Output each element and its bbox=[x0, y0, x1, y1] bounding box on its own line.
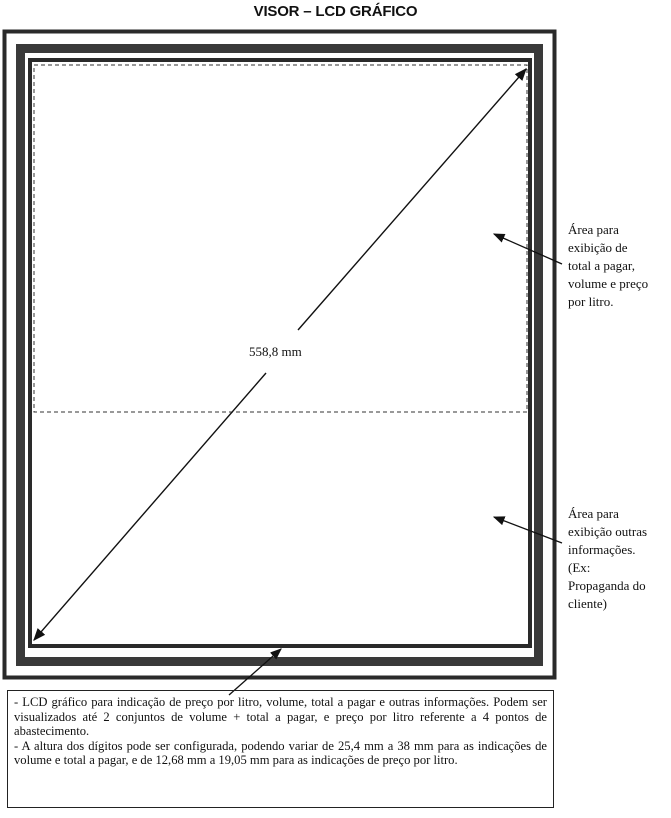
diagonal-dimension-label: 558,8 mm bbox=[247, 344, 304, 360]
lower-area-label: Área para exibição outras informações. (… bbox=[568, 506, 648, 611]
upper-area-label: Área para exibição de total a pagar, vol… bbox=[568, 222, 649, 309]
notes-box: - LCD gráfico para indicação de preço po… bbox=[7, 690, 554, 808]
diagram-title: VISOR – LCD GRÁFICO bbox=[253, 3, 418, 20]
upper-display-area bbox=[33, 64, 528, 413]
dimension-line-upper bbox=[297, 68, 527, 331]
pointer-upper-area bbox=[492, 233, 563, 265]
note-item: - A altura dos dígitos pode ser configur… bbox=[14, 738, 547, 768]
note-item: - LCD gráfico para indicação de preço po… bbox=[14, 695, 547, 738]
pointer-note bbox=[228, 648, 282, 696]
dimension-line-lower bbox=[33, 372, 267, 641]
pointer-lower-area bbox=[492, 516, 563, 544]
